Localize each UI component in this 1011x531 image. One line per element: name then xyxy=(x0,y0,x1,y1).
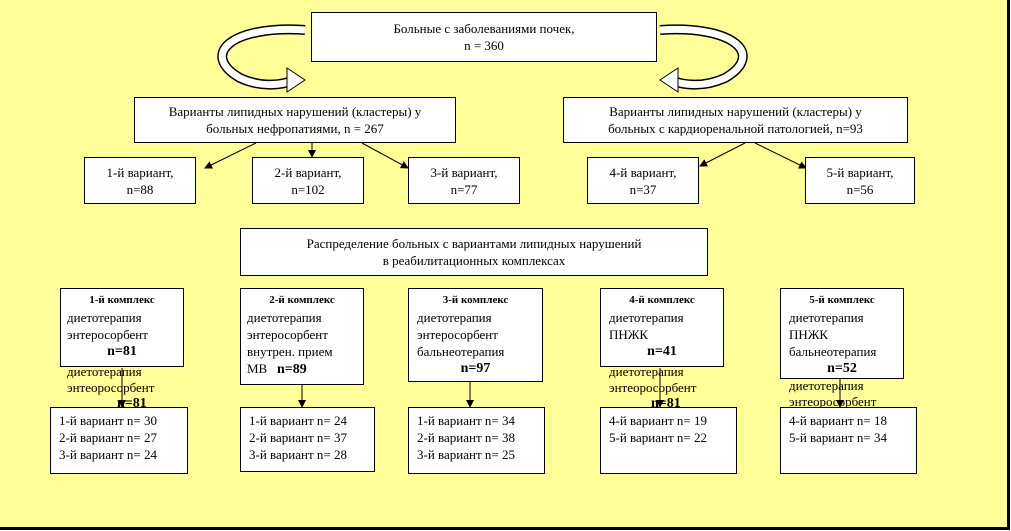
variant-3-node: 3-й вариант, n=77 xyxy=(408,157,520,204)
complex-line: диетотерапия xyxy=(789,310,864,325)
distribution-row: 2-й вариант n= 37 xyxy=(249,430,347,445)
cardio-line1: Варианты липидных нарушений (кластеры) у xyxy=(609,104,862,119)
distribution-row: 5-й вариант n= 22 xyxy=(609,430,707,445)
complex-line: бальнеотерапия xyxy=(789,344,877,359)
variant-count: n=77 xyxy=(450,181,478,197)
complex-total: n=41 xyxy=(647,344,677,359)
variant-count: n=37 xyxy=(629,181,657,197)
complex-1-node: 1-й комплекс диетотерапия энтеросорбент … xyxy=(60,288,184,367)
complex-line: диетотерапия xyxy=(417,310,492,325)
overflow-line: энтеоросорбент xyxy=(67,380,155,395)
cardiorenal-node: Варианты липидных нарушений (кластеры) у… xyxy=(563,97,908,143)
curved-arrow-left xyxy=(217,24,306,93)
distribution-line2: в реабилитационных комплексах xyxy=(382,253,566,268)
complex-line: ПНЖК xyxy=(609,327,649,342)
overflow-line: диетотерапия xyxy=(67,364,142,379)
distribution-row: 1-й вариант n= 34 xyxy=(417,413,515,428)
distribution-row: 4-й вариант n= 19 xyxy=(609,413,707,428)
variant-label: 3-й вариант, xyxy=(430,164,498,180)
complex-line: бальнеотерапия xyxy=(417,344,505,359)
arrow-to-variant-4 xyxy=(699,142,746,167)
distribution-1-node: 1-й вариант n= 30 2-й вариант n= 27 3-й … xyxy=(50,407,188,474)
complex-last-line: МВ n=89 xyxy=(247,360,357,378)
complex-4-node: 4-й комплекс диетотерапия ПНЖК n=41 xyxy=(600,288,724,367)
distribution-row: 3-й вариант n= 25 xyxy=(417,447,515,462)
complex-total: n=81 xyxy=(107,344,137,359)
complex-2-node: 2-й комплекс диетотерапия энтеросорбент … xyxy=(240,288,364,385)
overflow-line: энтеоросорбент xyxy=(609,380,697,395)
distribution-line1: Распределение больных с вариантами липид… xyxy=(306,236,642,251)
variant-label: 5-й вариант, xyxy=(826,164,894,180)
complex-total: n=52 xyxy=(827,361,857,376)
distribution-5-node: 4-й вариант n= 18 5-й вариант n= 34 xyxy=(780,407,917,474)
distribution-row: 3-й вариант n= 28 xyxy=(249,447,347,462)
arrow-to-variant-1 xyxy=(204,142,257,169)
overflow-line: диетотерапия xyxy=(609,364,684,379)
complex-title: 5-й комплекс xyxy=(809,294,875,306)
variant-count: n=56 xyxy=(846,181,874,197)
overflow-line: энтеоросорбент xyxy=(789,394,877,409)
complex-3-node: 3-й комплекс диетотерапия энтеросорбент … xyxy=(408,288,543,382)
complex-5-node: 5-й комплекс диетотерапия ПНЖК бальнеоте… xyxy=(780,288,904,379)
distribution-2-node: 1-й вариант n= 24 2-й вариант n= 37 3-й … xyxy=(240,407,375,472)
complex-line: внутрен. прием xyxy=(247,344,333,359)
complex-line: МВ xyxy=(247,361,268,376)
variant-1-node: 1-й вариант, n=88 xyxy=(84,157,196,204)
arrow-to-variant-5 xyxy=(754,142,807,169)
distribution-row: 1-й вариант n= 30 xyxy=(59,413,157,428)
complex-line: диетотерапия xyxy=(247,310,322,325)
complex-line: энтеросорбент xyxy=(67,327,148,342)
root-node: Больные с заболеваниями почек, n = 360 xyxy=(311,12,657,62)
complex-title: 2-й комплекс xyxy=(269,294,335,306)
complex-line: энтеросорбент xyxy=(247,327,328,342)
nephropathy-node: Варианты липидных нарушений (кластеры) у… xyxy=(134,97,456,143)
distribution-3-node: 1-й вариант n= 34 2-й вариант n= 38 3-й … xyxy=(408,407,545,474)
overflow-line: диетотерапия xyxy=(789,378,864,393)
variant-label: 2-й вариант, xyxy=(274,164,342,180)
complex-total: n=97 xyxy=(460,361,491,376)
root-line2: n = 360 xyxy=(464,38,504,53)
variant-5-node: 5-й вариант, n=56 xyxy=(805,157,915,204)
distribution-row: 3-й вариант n= 24 xyxy=(59,447,157,462)
distribution-4-node: 4-й вариант n= 19 5-й вариант n= 22 xyxy=(600,407,737,474)
variant-label: 1-й вариант, xyxy=(106,164,174,180)
distribution-row: 4-й вариант n= 18 xyxy=(789,413,887,428)
complex-1-overflow: диетотерапия энтеоросорбент n=81 xyxy=(67,364,154,412)
distribution-row: 2-й вариант n= 27 xyxy=(59,430,157,445)
variant-count: n=102 xyxy=(291,181,325,197)
complex-4-overflow: диетотерапия энтеоросорбент n=81 xyxy=(609,364,696,412)
cardio-line2: больных с кардиоренальной патологией, n=… xyxy=(608,121,863,136)
variant-count: n=88 xyxy=(126,181,154,197)
complex-line: диетотерапия xyxy=(67,310,142,325)
variant-label: 4-й вариант, xyxy=(609,164,677,180)
complex-line: ПНЖК xyxy=(789,327,829,342)
root-line1: Больные с заболеваниями почек, xyxy=(393,21,575,36)
variant-4-node: 4-й вариант, n=37 xyxy=(587,157,699,204)
complex-line: энтеросорбент xyxy=(417,327,498,342)
complex-5-overflow: диетотерапия энтеоросорбент xyxy=(789,378,876,410)
complex-title: 4-й комплекс xyxy=(629,294,695,306)
distribution-node: Распределение больных с вариантами липид… xyxy=(240,228,708,276)
arrow-to-variant-3 xyxy=(361,142,409,169)
nephro-line1: Варианты липидных нарушений (кластеры) у xyxy=(168,104,422,119)
complex-line: диетотерапия xyxy=(609,310,684,325)
complex-title: 1-й комплекс xyxy=(89,294,155,306)
complex-total: n=89 xyxy=(276,362,307,377)
variant-2-node: 2-й вариант, n=102 xyxy=(252,157,364,204)
distribution-row: 2-й вариант n= 38 xyxy=(417,430,515,445)
curved-arrow-right xyxy=(659,24,748,93)
complex-title: 3-й комплекс xyxy=(442,294,509,306)
nephro-line2: больных нефропатиями, n = 267 xyxy=(206,121,384,136)
distribution-row: 5-й вариант n= 34 xyxy=(789,430,887,445)
distribution-row: 1-й вариант n= 24 xyxy=(249,413,347,428)
